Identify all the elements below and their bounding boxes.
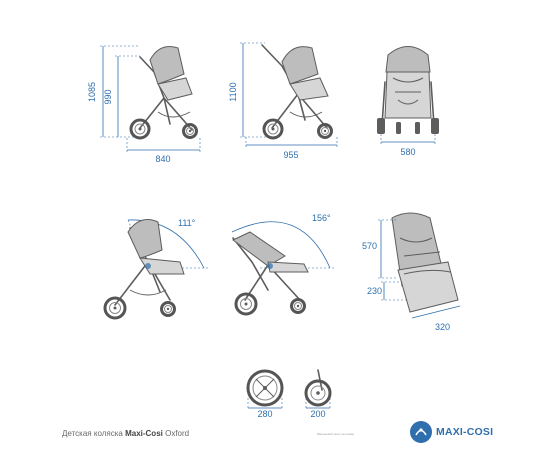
rear-wheel-angled — [103, 296, 127, 320]
dim-label-rear-wheel: 280 — [257, 409, 272, 419]
stroller-recline-angle-view: 156° — [231, 213, 335, 316]
reclined-seat — [232, 231, 286, 267]
logo-mark-icon — [410, 421, 432, 443]
front-left-leg — [381, 81, 386, 126]
front-seat-body — [384, 71, 432, 119]
seat-unit-view: 570 230 320 — [362, 212, 461, 332]
logo-text: MAXI-COSI — [436, 426, 494, 438]
caption-brand: Maxi-Cosi — [125, 429, 163, 438]
stroller-rear-leg-extended — [271, 93, 299, 129]
front-wheel-extended — [317, 123, 333, 139]
dim-label-height-total: 1085 — [87, 82, 97, 102]
caption-model: Oxford — [165, 429, 190, 438]
front-wheel — [182, 123, 198, 139]
wheels-view: 280 200 — [246, 369, 332, 419]
product-caption: Детская коляска Maxi-Cosi Oxford — [62, 429, 189, 438]
front-wheel-reclined — [290, 298, 306, 314]
dim-label-front-wheel: 200 — [310, 409, 325, 419]
dim-label-seat-depth: 230 — [367, 286, 382, 296]
front-canopy — [385, 46, 431, 73]
stroller-basket — [157, 111, 191, 118]
dim-label-front-width: 580 — [400, 147, 415, 157]
dim-label-length: 840 — [155, 154, 170, 164]
dim-label-extended-height: 1100 — [228, 82, 238, 101]
dim-label-height-handle: 990 — [103, 89, 113, 104]
small-note: Маленький текст на схеме — [317, 432, 354, 436]
dim-line-320 — [411, 305, 461, 319]
dim-label-seat-height: 570 — [362, 241, 377, 251]
stroller-seat — [157, 77, 193, 101]
rear-wheel — [129, 118, 151, 140]
angle-arc-111 — [127, 219, 205, 269]
dim-label-extended-length: 955 — [283, 150, 298, 160]
rear-wheel-reclined — [234, 292, 258, 316]
dim-label-backrest-angle: 111° — [178, 218, 196, 228]
stroller-canopy-angled — [127, 219, 163, 259]
stroller-rear-leg — [139, 97, 165, 129]
stroller-canopy-extended — [281, 46, 319, 85]
caption-prefix: Детская коляска — [62, 429, 123, 438]
maxi-cosi-logo: MAXI-COSI — [410, 421, 493, 443]
dim-label-seat-width: 320 — [435, 322, 450, 332]
seat-unit-footrest — [397, 261, 459, 313]
front-right-leg — [430, 81, 435, 126]
rear-wheel-detail — [246, 369, 284, 407]
stroller-front-view: 580 — [377, 46, 439, 157]
front-wheel-detail — [304, 379, 332, 407]
rear-wheel-extended — [262, 118, 284, 140]
stroller-backrest-angle-view: 111° — [103, 218, 208, 320]
front-left-wheel — [377, 118, 385, 134]
stroller-seat-extended — [289, 77, 329, 101]
angle-arc-156 — [231, 221, 331, 269]
dim-label-recline-angle: 156° — [312, 213, 331, 223]
front-right-wheel — [431, 118, 439, 134]
stroller-canopy — [149, 46, 185, 85]
stroller-side-view-upright: 1085 990 840 — [87, 45, 201, 164]
front-wheel-angled — [160, 301, 176, 317]
stroller-side-view-extended: 1100 955 — [228, 42, 338, 160]
